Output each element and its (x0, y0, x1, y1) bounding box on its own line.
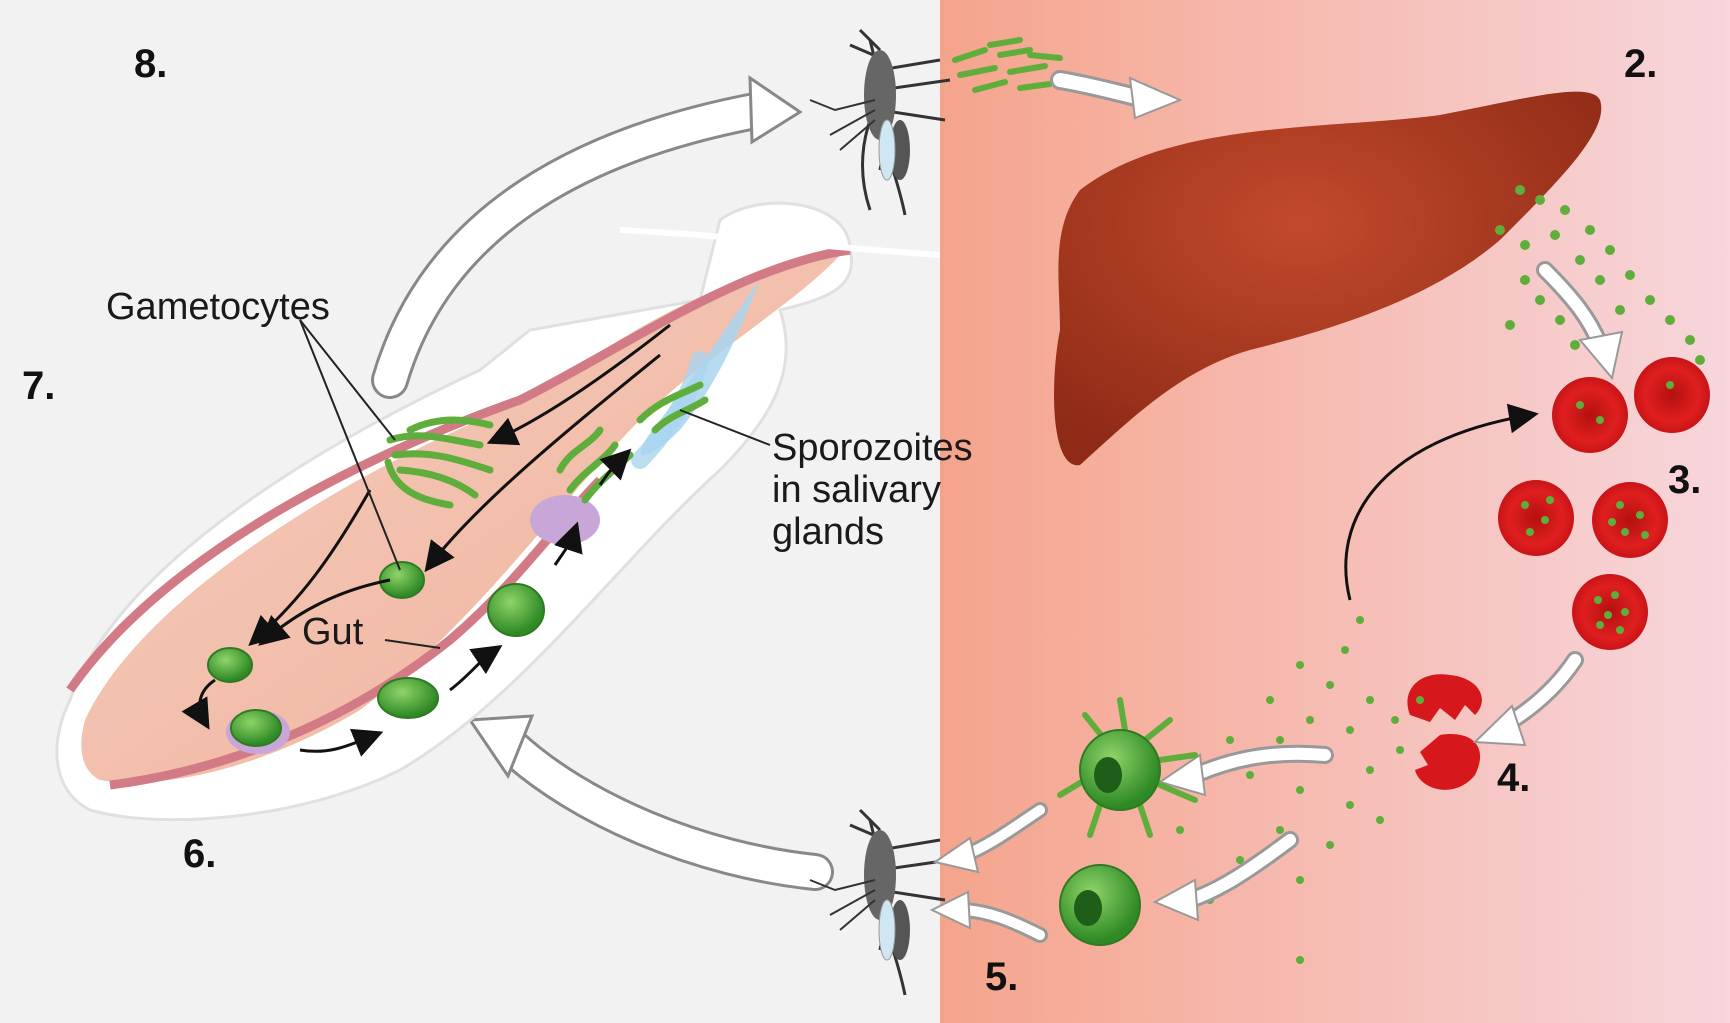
step-2-label: 2. (1624, 44, 1657, 84)
red-blood-cell (1552, 377, 1628, 453)
sporozoites-label: Sporozoites in salivary glands (772, 428, 973, 553)
sporozoites-label-line-1: Sporozoites (772, 428, 973, 470)
mosquito-top-icon (810, 30, 950, 215)
red-blood-cell (1634, 357, 1710, 433)
step-6-label: 6. (183, 834, 216, 874)
step-8-label: 8. (134, 44, 167, 84)
step-7-label: 7. (22, 366, 55, 406)
red-blood-cell (1498, 480, 1574, 556)
mosquito-bottom-icon (810, 810, 950, 995)
step-5-label: 5. (985, 957, 1018, 997)
gut-label: Gut (302, 612, 363, 654)
gametocytes-label: Gametocytes (106, 287, 330, 329)
step-3-label: 3. (1668, 460, 1701, 500)
sporozoites-label-line-3: glands (772, 512, 973, 554)
sporozoites-label-line-2: in salivary (772, 470, 973, 512)
step-4-label: 4. (1497, 758, 1530, 798)
red-blood-cell (1592, 482, 1668, 558)
cycle-arrow-bottom (470, 716, 815, 872)
